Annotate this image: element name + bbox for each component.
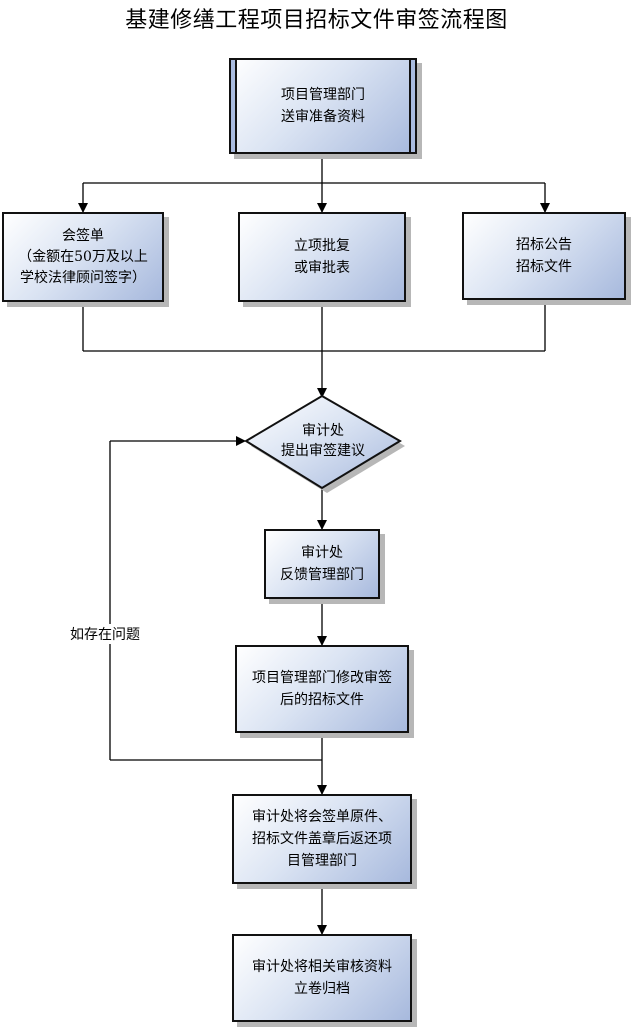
node-archive: 审计处将相关审核资料 立卷归档 (232, 934, 412, 1022)
start-left-bar (229, 58, 237, 154)
node-return: 审计处将会签单原件、 招标文件盖章后返还项 目管理部门 (232, 794, 412, 884)
node-return-label: 审计处将会签单原件、 招标文件盖章后返还项 目管理部门 (252, 809, 392, 869)
node-approval-label: 立项批复 或审批表 (294, 238, 350, 276)
decision-diamond (244, 394, 402, 490)
node-approval: 立项批复 或审批表 (238, 212, 406, 302)
node-modify-label: 项目管理部门修改审签 后的招标文件 (252, 670, 392, 708)
node-modify: 项目管理部门修改审签 后的招标文件 (235, 645, 409, 733)
node-archive-label: 审计处将相关审核资料 立卷归档 (252, 959, 392, 997)
node-feedback: 审计处 反馈管理部门 (264, 529, 380, 599)
node-feedback-label: 审计处 反馈管理部门 (280, 545, 364, 583)
node-start-label: 项目管理部门 送审准备资料 (281, 87, 365, 125)
diagram-title: 基建修缮工程项目招标文件审签流程图 (125, 8, 508, 33)
loop-label: 如存在问题 (68, 624, 142, 644)
node-tender: 招标公告 招标文件 (462, 212, 626, 300)
node-start: 项目管理部门 送审准备资料 (229, 58, 417, 154)
node-decision-label: 审计处 提出审签建议 (281, 423, 365, 459)
node-countersign-label: 会签单 （金额在50万及以上 学校法律顾问签字） (18, 227, 148, 286)
start-right-bar (409, 58, 417, 154)
node-tender-label: 招标公告 招标文件 (516, 237, 572, 275)
node-countersign: 会签单 （金额在50万及以上 学校法律顾问签字） (2, 212, 164, 302)
